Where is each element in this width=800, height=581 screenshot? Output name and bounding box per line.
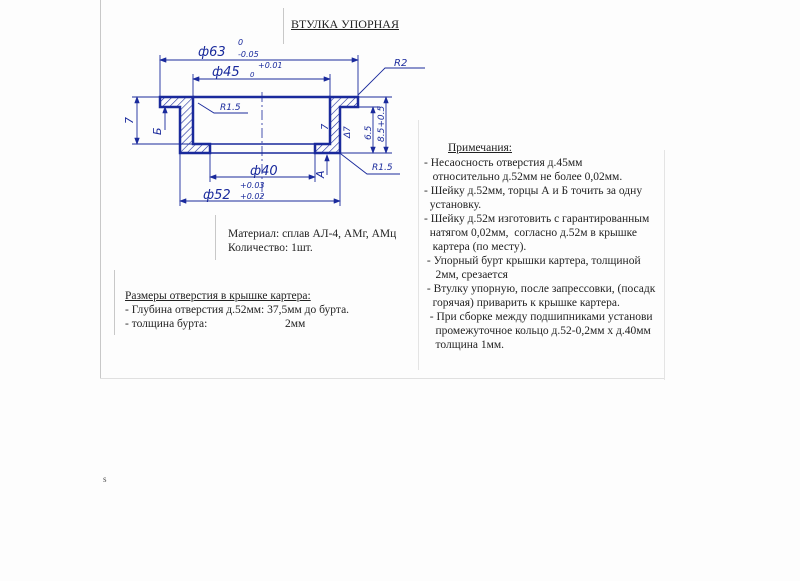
- note-line: - При сборке между подшипниками установи: [424, 311, 653, 323]
- label-b: Б: [151, 127, 164, 135]
- wall-left: 7: [320, 123, 331, 130]
- scan-border-left: [100, 0, 101, 378]
- radius-top: R2: [394, 58, 407, 69]
- note-line: - Втулку упорную, после запрессовки, (по…: [424, 283, 656, 295]
- note-line: горячая) приварить к крышке картера.: [424, 297, 620, 309]
- hole-depth-line: - Глубина отверстия д.52мм: 37,5мм до бу…: [125, 304, 350, 316]
- label-a: А: [314, 170, 327, 179]
- note-line: промежуточное кольцо д.52-0,2мм х д.40мм: [424, 325, 651, 337]
- height-8-5: 8.5+0.5: [377, 106, 387, 142]
- flange-thickness-value: 2мм: [285, 318, 306, 330]
- dim-neck-tol-upper: +0.03: [240, 181, 265, 190]
- material-block: Материал: сплав АЛ-4, АМг, АМц Количеств…: [228, 227, 396, 255]
- hole-sizes-block: Размеры отверстия в крышке картера: - Гл…: [125, 289, 349, 331]
- flange-thickness-label: - толщина бурта:: [125, 318, 208, 330]
- note-line: - Шейку д.52м изготовить с гарантированн…: [424, 213, 650, 225]
- page-title: ВТУЛКА УПОРНАЯ: [291, 17, 399, 31]
- dim-outer-tol-lower: -0.05: [238, 50, 259, 59]
- note-line: - Упорный бурт крышки картера, толщиной: [424, 255, 641, 267]
- note-line: - Шейку д.52мм, торцы А и Б точить за од…: [424, 185, 643, 197]
- dim-outer-tol-upper: 0: [238, 38, 243, 47]
- radius-inner: R1.5: [220, 103, 241, 113]
- title-box-edge: [283, 8, 284, 44]
- note-line: - Несаосность отверстия д.45мм: [424, 157, 583, 169]
- height-left: 7: [123, 117, 136, 124]
- dim-neck: ф52: [203, 188, 231, 203]
- note-line: натягом 0,02мм, согласно д.52м в крышке: [424, 227, 638, 239]
- scan-border-bottom: [100, 378, 665, 379]
- material-line: Материал: сплав АЛ-4, АМг, АМц: [228, 228, 397, 240]
- technical-drawing: ф63 0 -0.05 ф45 0 +0.01 ф40 ф52 +0.03 +0…: [123, 38, 425, 206]
- margin-mark: s: [103, 474, 107, 484]
- dim-hole: ф40: [250, 164, 278, 179]
- hole-box-edge: [114, 270, 115, 335]
- note-line: толщина 1мм.: [424, 339, 505, 351]
- hole-sizes-heading: Размеры отверстия в крышке картера:: [125, 290, 311, 302]
- notes-block: Примечания: - Несаосность отверстия д.45…: [424, 141, 655, 352]
- dim-bore-sub: 0: [250, 71, 255, 79]
- dim-neck-tol-lower: +0.02: [240, 192, 265, 201]
- dim-bore-tol: +0.01: [258, 61, 283, 70]
- notes-heading: Примечания:: [448, 142, 512, 154]
- note-line: установку.: [424, 199, 482, 211]
- dim-bore: ф45: [212, 65, 240, 80]
- wall-right: Δ7: [343, 126, 353, 139]
- dim-outer: ф63: [198, 45, 226, 60]
- height-6-5: 6.5: [364, 125, 374, 140]
- note-line: относительно д.52мм не более 0,02мм.: [424, 171, 623, 183]
- right-edge: [664, 150, 665, 380]
- quantity-line: Количество: 1шт.: [228, 242, 313, 254]
- note-line: 2мм, срезается: [424, 269, 508, 281]
- note-line: картера (по месту).: [424, 241, 527, 253]
- notes-box-edge: [418, 120, 419, 370]
- radius-bottom: R1.5: [372, 163, 393, 173]
- material-box-edge: [215, 215, 216, 260]
